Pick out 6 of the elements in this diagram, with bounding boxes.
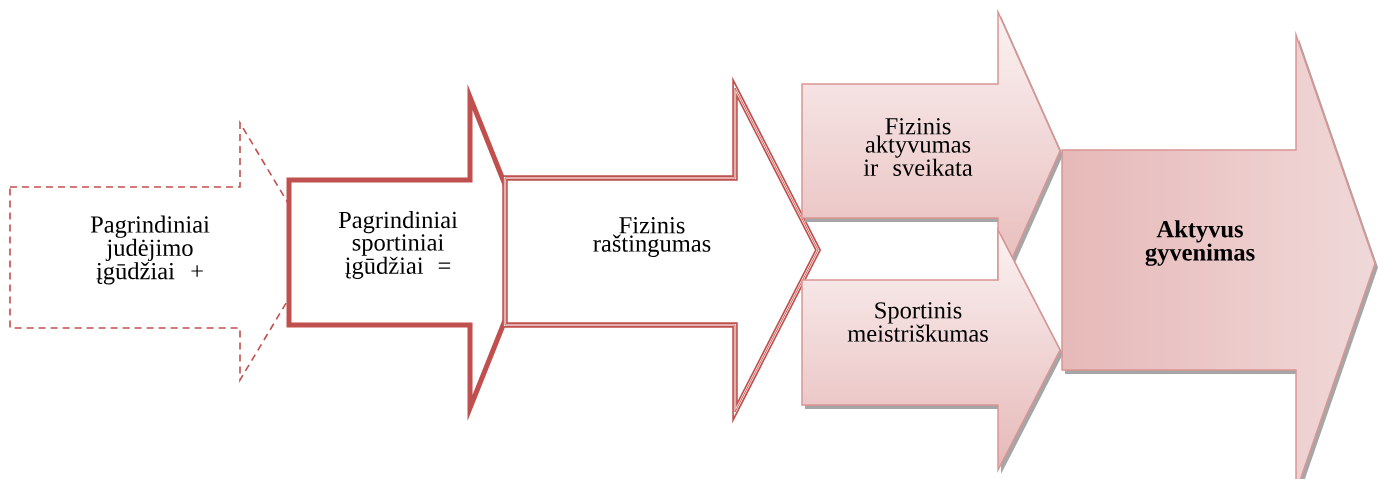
arrow-shaped-box: Fizinis aktyvumas ir sveikata (801, 8, 1063, 294)
arrow-shaped-box: Sportinis meistriškumas (801, 226, 1063, 474)
arrow-shaped-box: Aktyvus gyvenimas (1061, 30, 1378, 479)
arrow-shaped-box: Fizinis raštingumas (502, 76, 822, 424)
dashed-arrow-shaped-box: Pagrindiniai judėjimo įgūdžiai + (9, 120, 318, 383)
node-label: Fizinis raštingumas (593, 217, 711, 257)
